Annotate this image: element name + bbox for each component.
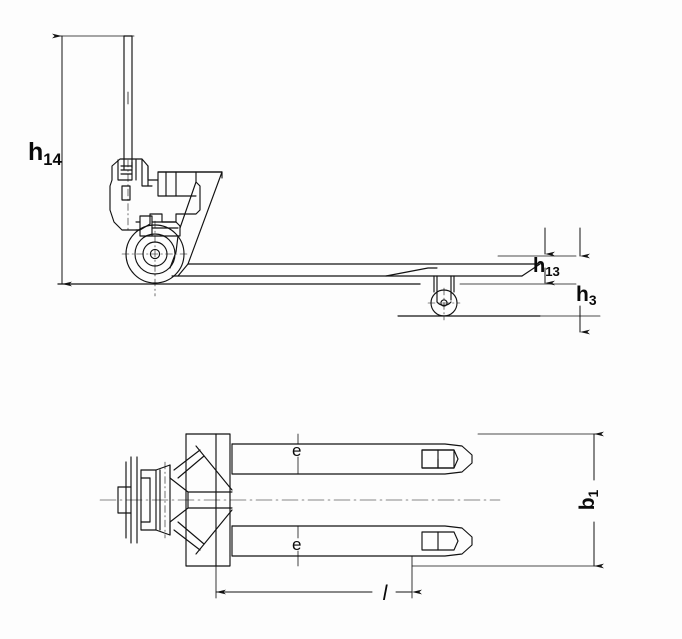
- dimension-label-l: l: [383, 582, 389, 605]
- tiller-handle: [123, 35, 133, 171]
- dimension-h3: [469, 227, 601, 335]
- steer-linkage: [135, 215, 181, 237]
- dimension-h14: [52, 33, 135, 287]
- dimension-label-b1: b1: [576, 489, 601, 510]
- fork-upper: [231, 443, 473, 475]
- fork-lower: [231, 525, 473, 557]
- dimension-label-h14: h14: [28, 138, 62, 169]
- dimension-label-h13: h13: [533, 255, 560, 279]
- side-view: [52, 33, 601, 335]
- dimension-label-e-upper: e: [292, 441, 301, 460]
- dimension-label-h3: h3: [576, 283, 597, 308]
- dimension-b1: [411, 431, 604, 569]
- chassis-frame: [157, 171, 223, 269]
- dimension-label-e-lower: e: [292, 535, 301, 554]
- pump-head-assembly: [109, 158, 201, 233]
- dimension-h13: [459, 227, 577, 286]
- plan-view: [99, 431, 604, 599]
- steer-wheel: [121, 220, 189, 297]
- fork-arm: [171, 263, 541, 277]
- dimension-l: [215, 555, 422, 599]
